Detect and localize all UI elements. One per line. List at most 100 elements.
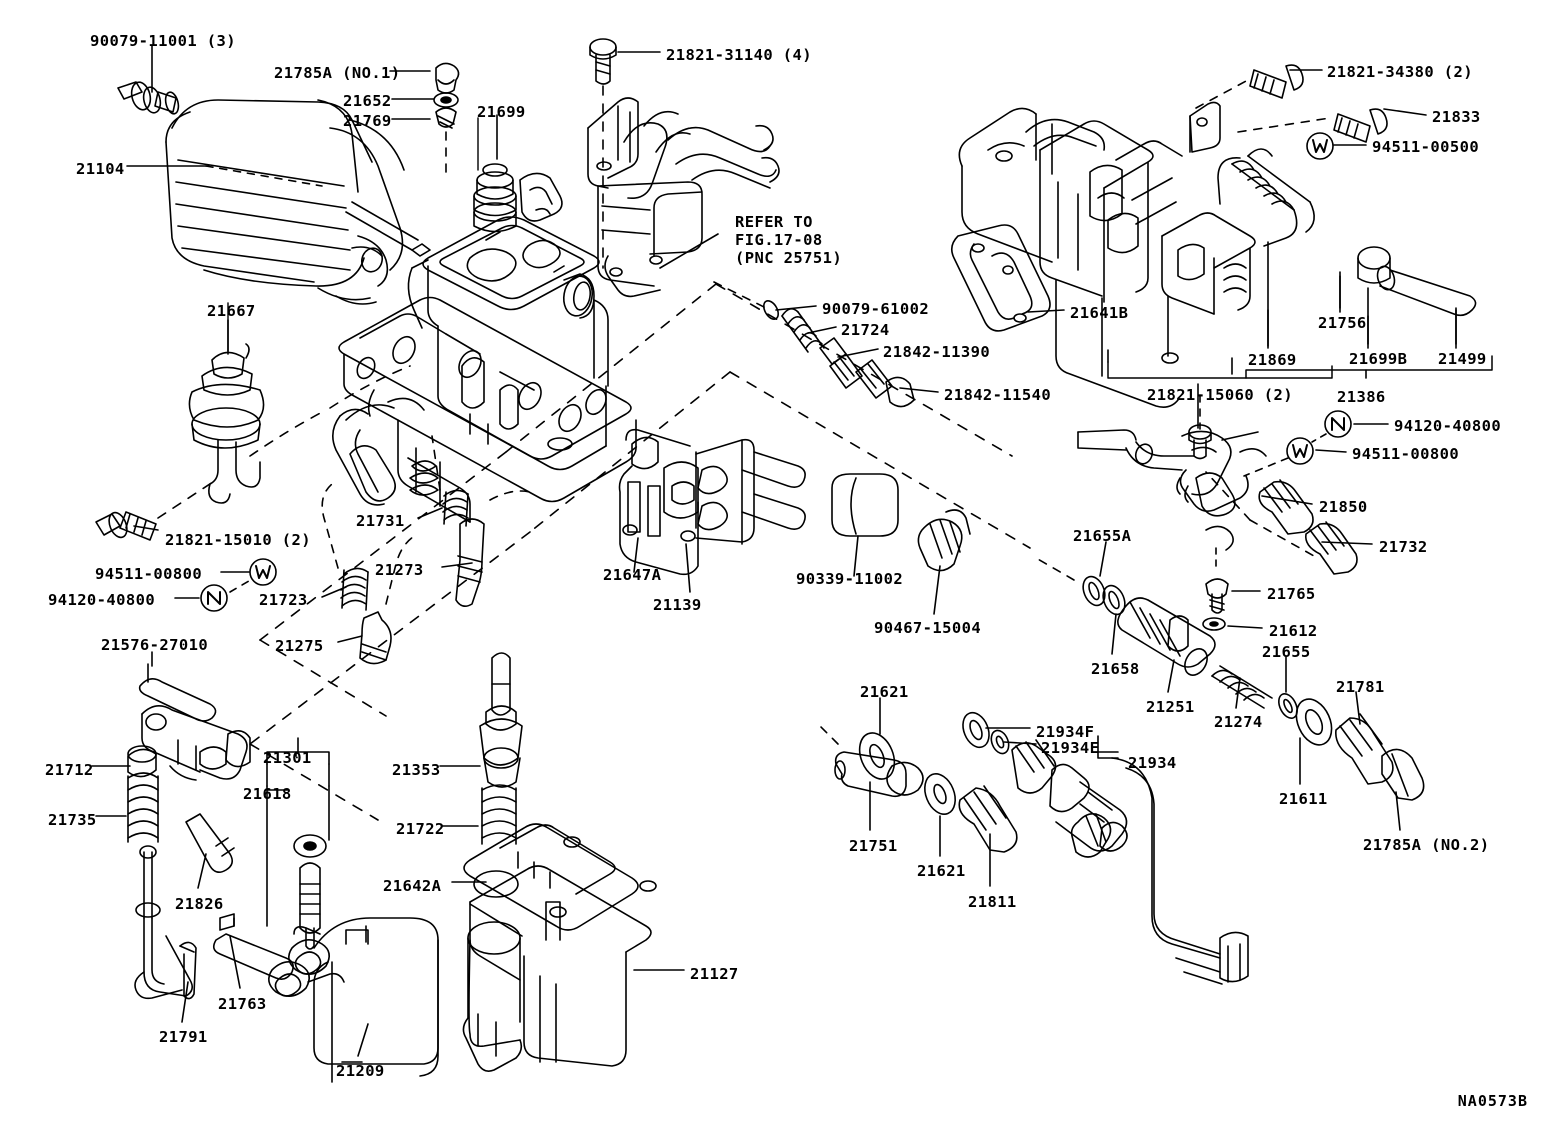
part-label: 21712 bbox=[45, 761, 94, 779]
part-21699-bushing bbox=[473, 117, 517, 233]
part-21842-11390-screw bbox=[819, 337, 863, 389]
part-label: 21791 bbox=[159, 1028, 208, 1046]
part-21611-washer bbox=[1295, 698, 1333, 746]
part-label: 21667 bbox=[207, 302, 256, 320]
part-label: 21621 bbox=[860, 683, 909, 701]
part-21785A-no2-plug bbox=[1381, 748, 1425, 801]
part-21104-airhorn bbox=[117, 81, 431, 305]
part-label: 21842-11390 bbox=[883, 343, 991, 361]
part-label: 94511-00800 bbox=[1352, 445, 1460, 463]
part-fuel-hose bbox=[1111, 757, 1249, 985]
part-90467-15004-clip bbox=[917, 509, 971, 572]
part-21647A-21139-solenoid bbox=[618, 428, 806, 576]
part-21667-actuator bbox=[188, 302, 265, 504]
part-label: 21821-15010 (2) bbox=[165, 531, 311, 549]
part-label: 21821-31140 (4) bbox=[666, 46, 812, 64]
part-21934F-washer bbox=[962, 711, 990, 749]
part-21612-gasket bbox=[1202, 617, 1226, 631]
part-21763-shaft bbox=[219, 913, 235, 931]
part-label: 94120-40800 bbox=[1394, 417, 1502, 435]
part-label: 21934F bbox=[1036, 723, 1095, 741]
part-jet-needle bbox=[299, 862, 321, 950]
part-carburetor-main-body bbox=[332, 172, 637, 523]
part-label: 21785A (NO.2) bbox=[1363, 836, 1490, 854]
part-label: 21821-15060 (2) bbox=[1147, 386, 1293, 404]
part-label: 21353 bbox=[392, 761, 441, 779]
part-21821-34380-bolt bbox=[1249, 64, 1304, 99]
part-label: 21842-11540 bbox=[944, 386, 1052, 404]
part-bracket-top-center bbox=[587, 97, 780, 298]
part-label: 21655A bbox=[1073, 527, 1132, 545]
part-label: 21723 bbox=[259, 591, 308, 609]
part-21765-screw bbox=[1205, 578, 1229, 614]
part-21353-power-valve bbox=[479, 652, 523, 788]
part-21821-15060-bolt bbox=[1188, 424, 1212, 460]
part-90339-11002-plug bbox=[831, 473, 899, 537]
part-label: 90339-11002 bbox=[796, 570, 904, 588]
part-21641B-assembly bbox=[950, 107, 1256, 408]
part-rod-bottomleft bbox=[134, 845, 194, 1000]
part-label: 21642A bbox=[383, 877, 442, 895]
marker-washer-right bbox=[1286, 437, 1314, 465]
part-21751-pipe bbox=[834, 751, 924, 798]
part-21652-gasket bbox=[433, 92, 459, 108]
part-21811-union-bolt bbox=[958, 785, 1018, 853]
part-label: 21611 bbox=[1279, 790, 1328, 808]
marker-nut-right bbox=[1324, 410, 1352, 438]
part-label: 21127 bbox=[690, 965, 739, 983]
part-label: 21833 bbox=[1432, 108, 1481, 126]
part-21821-31140-bolt bbox=[589, 38, 617, 85]
part-label: 21731 bbox=[356, 512, 405, 530]
bracket-small-topright bbox=[1189, 101, 1221, 153]
part-21769-screw bbox=[435, 107, 457, 129]
part-label: 21621 bbox=[917, 862, 966, 880]
part-label: 21781 bbox=[1336, 678, 1385, 696]
part-label: 21273 bbox=[375, 561, 424, 579]
marker-washer-topright bbox=[1306, 132, 1334, 160]
part-label: 21785A (NO.1) bbox=[274, 64, 401, 82]
part-label: 21811 bbox=[968, 893, 1017, 911]
part-label: 21612 bbox=[1269, 622, 1318, 640]
part-label: 21647A bbox=[603, 566, 662, 584]
part-label: 21499 bbox=[1438, 350, 1487, 368]
part-label: 21658 bbox=[1091, 660, 1140, 678]
part-21842-11540-screw bbox=[855, 359, 915, 408]
refer-to-note: REFER TO FIG.17-08 (PNC 25751) bbox=[735, 213, 843, 267]
part-21735-spring bbox=[127, 772, 159, 843]
part-21621-washer-b bbox=[924, 773, 956, 815]
part-label: 21763 bbox=[218, 995, 267, 1013]
marker-nut-left bbox=[200, 584, 228, 612]
part-21934E-gasket bbox=[990, 729, 1010, 755]
part-label: 21251 bbox=[1146, 698, 1195, 716]
part-21821-15010-bolt bbox=[95, 511, 157, 541]
part-label: 21934E bbox=[1041, 739, 1100, 757]
part-21576-27010-clip bbox=[138, 663, 217, 722]
part-label: 21869 bbox=[1248, 351, 1297, 369]
leader-lines bbox=[91, 45, 1457, 1057]
part-21274-spring bbox=[1211, 665, 1273, 709]
part-label: 21576-27010 bbox=[101, 636, 209, 654]
part-label: 21386 bbox=[1337, 388, 1386, 406]
part-label: 21735 bbox=[48, 811, 97, 829]
part-label: 21722 bbox=[396, 820, 445, 838]
part-label: 90079-61002 bbox=[822, 300, 930, 318]
part-21127-float-chamber bbox=[462, 865, 652, 1072]
part-21869-spring bbox=[1217, 148, 1315, 349]
part-label: 21641B bbox=[1070, 304, 1129, 322]
part-label: 21699 bbox=[477, 103, 526, 121]
part-21655A-gasket bbox=[1082, 575, 1106, 607]
part-label: 90079-11001 (3) bbox=[90, 32, 236, 50]
part-21732-screw bbox=[1304, 521, 1358, 575]
part-21655-gasket bbox=[1278, 693, 1298, 719]
part-label: 21751 bbox=[849, 837, 898, 855]
part-label: 21274 bbox=[1214, 713, 1263, 731]
part-hose-clip-bottom bbox=[1070, 813, 1112, 858]
part-21275-screw bbox=[359, 611, 392, 665]
part-label: 21275 bbox=[275, 637, 324, 655]
part-21251-needle-valve bbox=[1117, 597, 1216, 676]
part-label: 94120-40800 bbox=[48, 591, 156, 609]
part-21699B-sleeve bbox=[1367, 265, 1477, 349]
part-21850-screw bbox=[1258, 479, 1314, 535]
